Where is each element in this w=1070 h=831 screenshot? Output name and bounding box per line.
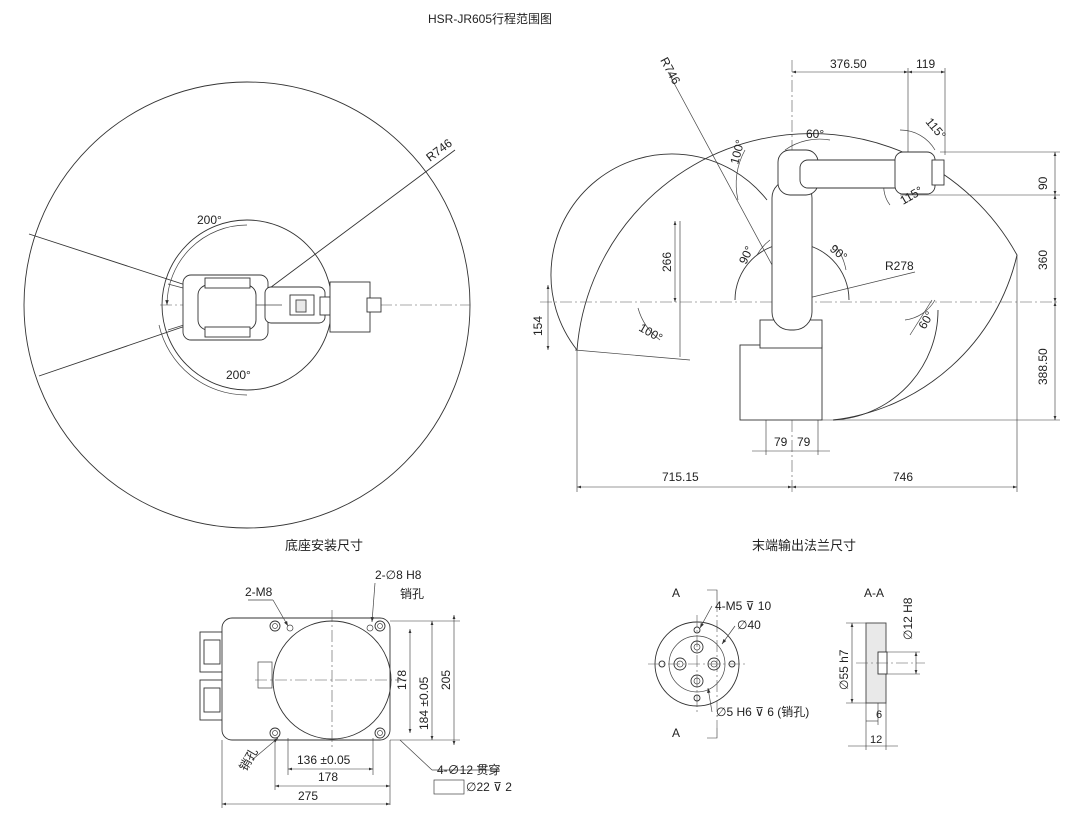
radius-line-278 (791, 271, 916, 303)
label-pin-hole: 2-∅8 H8 (375, 568, 422, 582)
radius-line (246, 149, 456, 306)
angle-arc-lower (158, 324, 248, 396)
dim-12: 12 (870, 734, 882, 746)
dim-6: 6 (876, 709, 882, 721)
label-m8: 2-M8 (245, 585, 273, 599)
top-view: R746 200° 200° (23, 81, 471, 529)
side-radius-278-label: R278 (885, 259, 914, 273)
section-a-top: A (672, 586, 680, 600)
side-view: R746 R278 376.50 119 90 360 388.50 266 1… (531, 55, 1060, 492)
dim-base-79a: 79 (774, 435, 788, 449)
label-d40: ∅40 (737, 618, 761, 632)
dim-136: 136 ±0.05 (297, 753, 351, 767)
dim-275: 275 (298, 789, 318, 803)
base-plate (221, 617, 391, 741)
dim-left-266: 266 (660, 252, 674, 272)
dim-base-79b: 79 (797, 435, 811, 449)
section-a-bottom: A (672, 726, 680, 740)
angle-100-bottom: 100° (637, 320, 666, 345)
dim-178-horizontal: 178 (318, 770, 338, 784)
label-d5-pin: ∅5 H6 ⊽ 6 (销孔) (716, 705, 809, 719)
dim-top-offset: 119 (916, 57, 935, 71)
radius-line-746 (667, 71, 793, 303)
flange-view: A A 4-M5 ⊽ 10 ∅40 ∅5 H6 ⊽ 6 (销孔) A-A ∅12… (648, 586, 925, 750)
robot-top-view (182, 274, 382, 341)
base-title: 底座安装尺寸 (285, 538, 363, 553)
lower-envelope-arc (832, 309, 939, 421)
angle-100-top: 100° (727, 138, 747, 166)
dim-bottom-right: 746 (893, 470, 913, 484)
dim-top-width: 376.50 (830, 57, 867, 71)
label-pin-note: 销孔 (400, 587, 424, 601)
label-m5: 4-M5 ⊽ 10 (715, 599, 771, 613)
label-hole-note: 销孔 (236, 746, 260, 774)
angle-60-top: 60° (806, 127, 824, 141)
dim-205: 205 (439, 670, 453, 690)
top-radius-label: R746 (423, 136, 455, 165)
section-label: A-A (864, 586, 884, 600)
robot-side-view (739, 149, 945, 421)
dim-bottom-left: 715.15 (662, 470, 699, 484)
top-angle-lower-label: 200° (226, 368, 251, 382)
base-mount-view: 2-M8 2-∅8 H8 销孔 178 184 ±0.05 205 136 ±0… (199, 568, 512, 808)
flange-title: 末端输出法兰尺寸 (752, 538, 856, 553)
label-d12-h8: ∅12 H8 (901, 597, 915, 640)
label-counterbore: ∅22 ⊽ 2 (466, 780, 512, 794)
dim-184: 184 ±0.05 (417, 676, 431, 730)
label-through-hole: 4-∅12 贯穿 (437, 762, 500, 777)
inner-envelope-left (550, 153, 768, 351)
dim-right-upper: 90 (1036, 176, 1050, 190)
angle-90-right: 90° (827, 242, 850, 265)
label-d55-h7: ∅55 h7 (837, 649, 851, 690)
main-title: HSR-JR605行程范围图 (428, 11, 552, 26)
dim-right-mid: 360 (1036, 250, 1050, 270)
dim-left-154: 154 (531, 316, 545, 336)
dim-right-lower: 388.50 (1036, 348, 1050, 385)
angle-60-bottom: 60° (915, 309, 936, 332)
side-radius-label: R746 (657, 55, 683, 87)
angle-90-left: 90° (736, 244, 756, 267)
top-angle-upper-label: 200° (197, 213, 222, 227)
angle-arc-upper (165, 224, 248, 306)
dim-178-vertical: 178 (395, 670, 409, 690)
